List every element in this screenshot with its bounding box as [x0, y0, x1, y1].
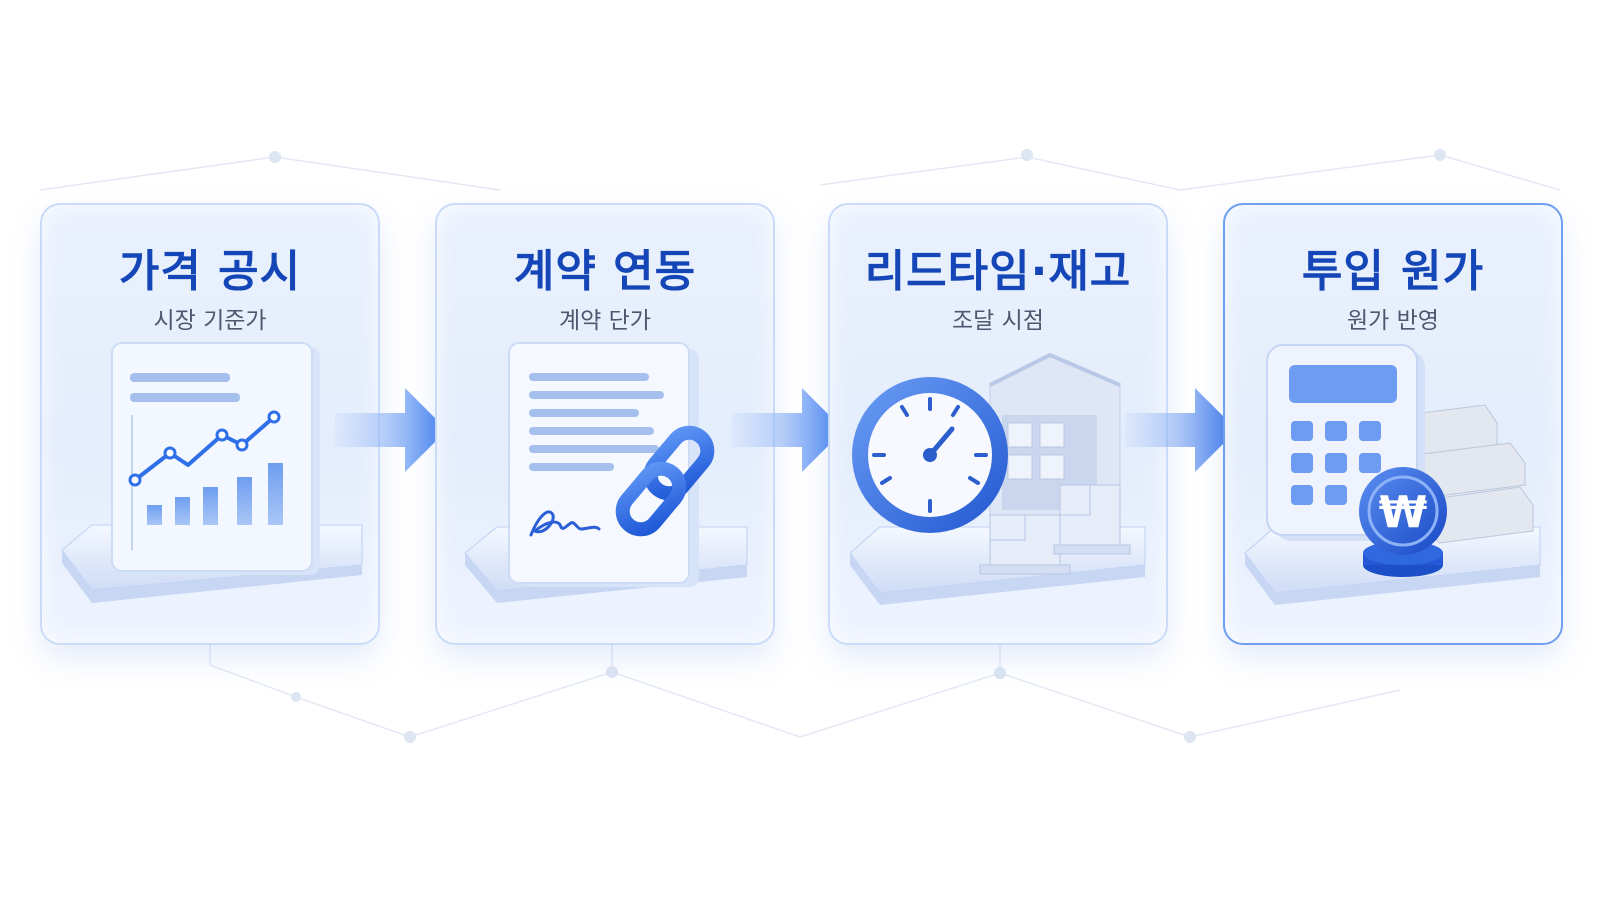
price-chart-icon [61, 342, 363, 603]
step-card-contract-linkage: 계약 연동 계약 단가 [435, 203, 775, 645]
step-subtitle: 원가 반영 [1347, 308, 1439, 334]
step-card-input-cost: 투입 원가 원가 반영 [1223, 203, 1563, 645]
step-title: 계약 연동 [513, 246, 697, 297]
step-subtitle: 계약 단가 [559, 308, 651, 334]
contract-link-icon [464, 342, 748, 603]
flow-arrow-icon [732, 388, 844, 472]
step-title: 투입 원가 [1301, 246, 1485, 297]
coin-symbol: ₩ [1379, 487, 1428, 538]
step-title: 리드타임·재고 [864, 246, 1132, 297]
clock-warehouse-icon [849, 352, 1146, 605]
step-subtitle: 조달 시점 [952, 308, 1044, 334]
flow-arrow-icon [1125, 388, 1237, 472]
step-card-price-posting: 가격 공시 시장 기준가 [40, 203, 380, 645]
step-title: 가격 공시 [118, 246, 302, 297]
flow-arrow-icon [335, 388, 447, 472]
calculator-coin-icon: ₩ [1244, 344, 1541, 605]
step-subtitle: 시장 기준가 [153, 308, 267, 334]
step-card-leadtime-inventory: 리드타임·재고 조달 시점 [828, 203, 1168, 645]
